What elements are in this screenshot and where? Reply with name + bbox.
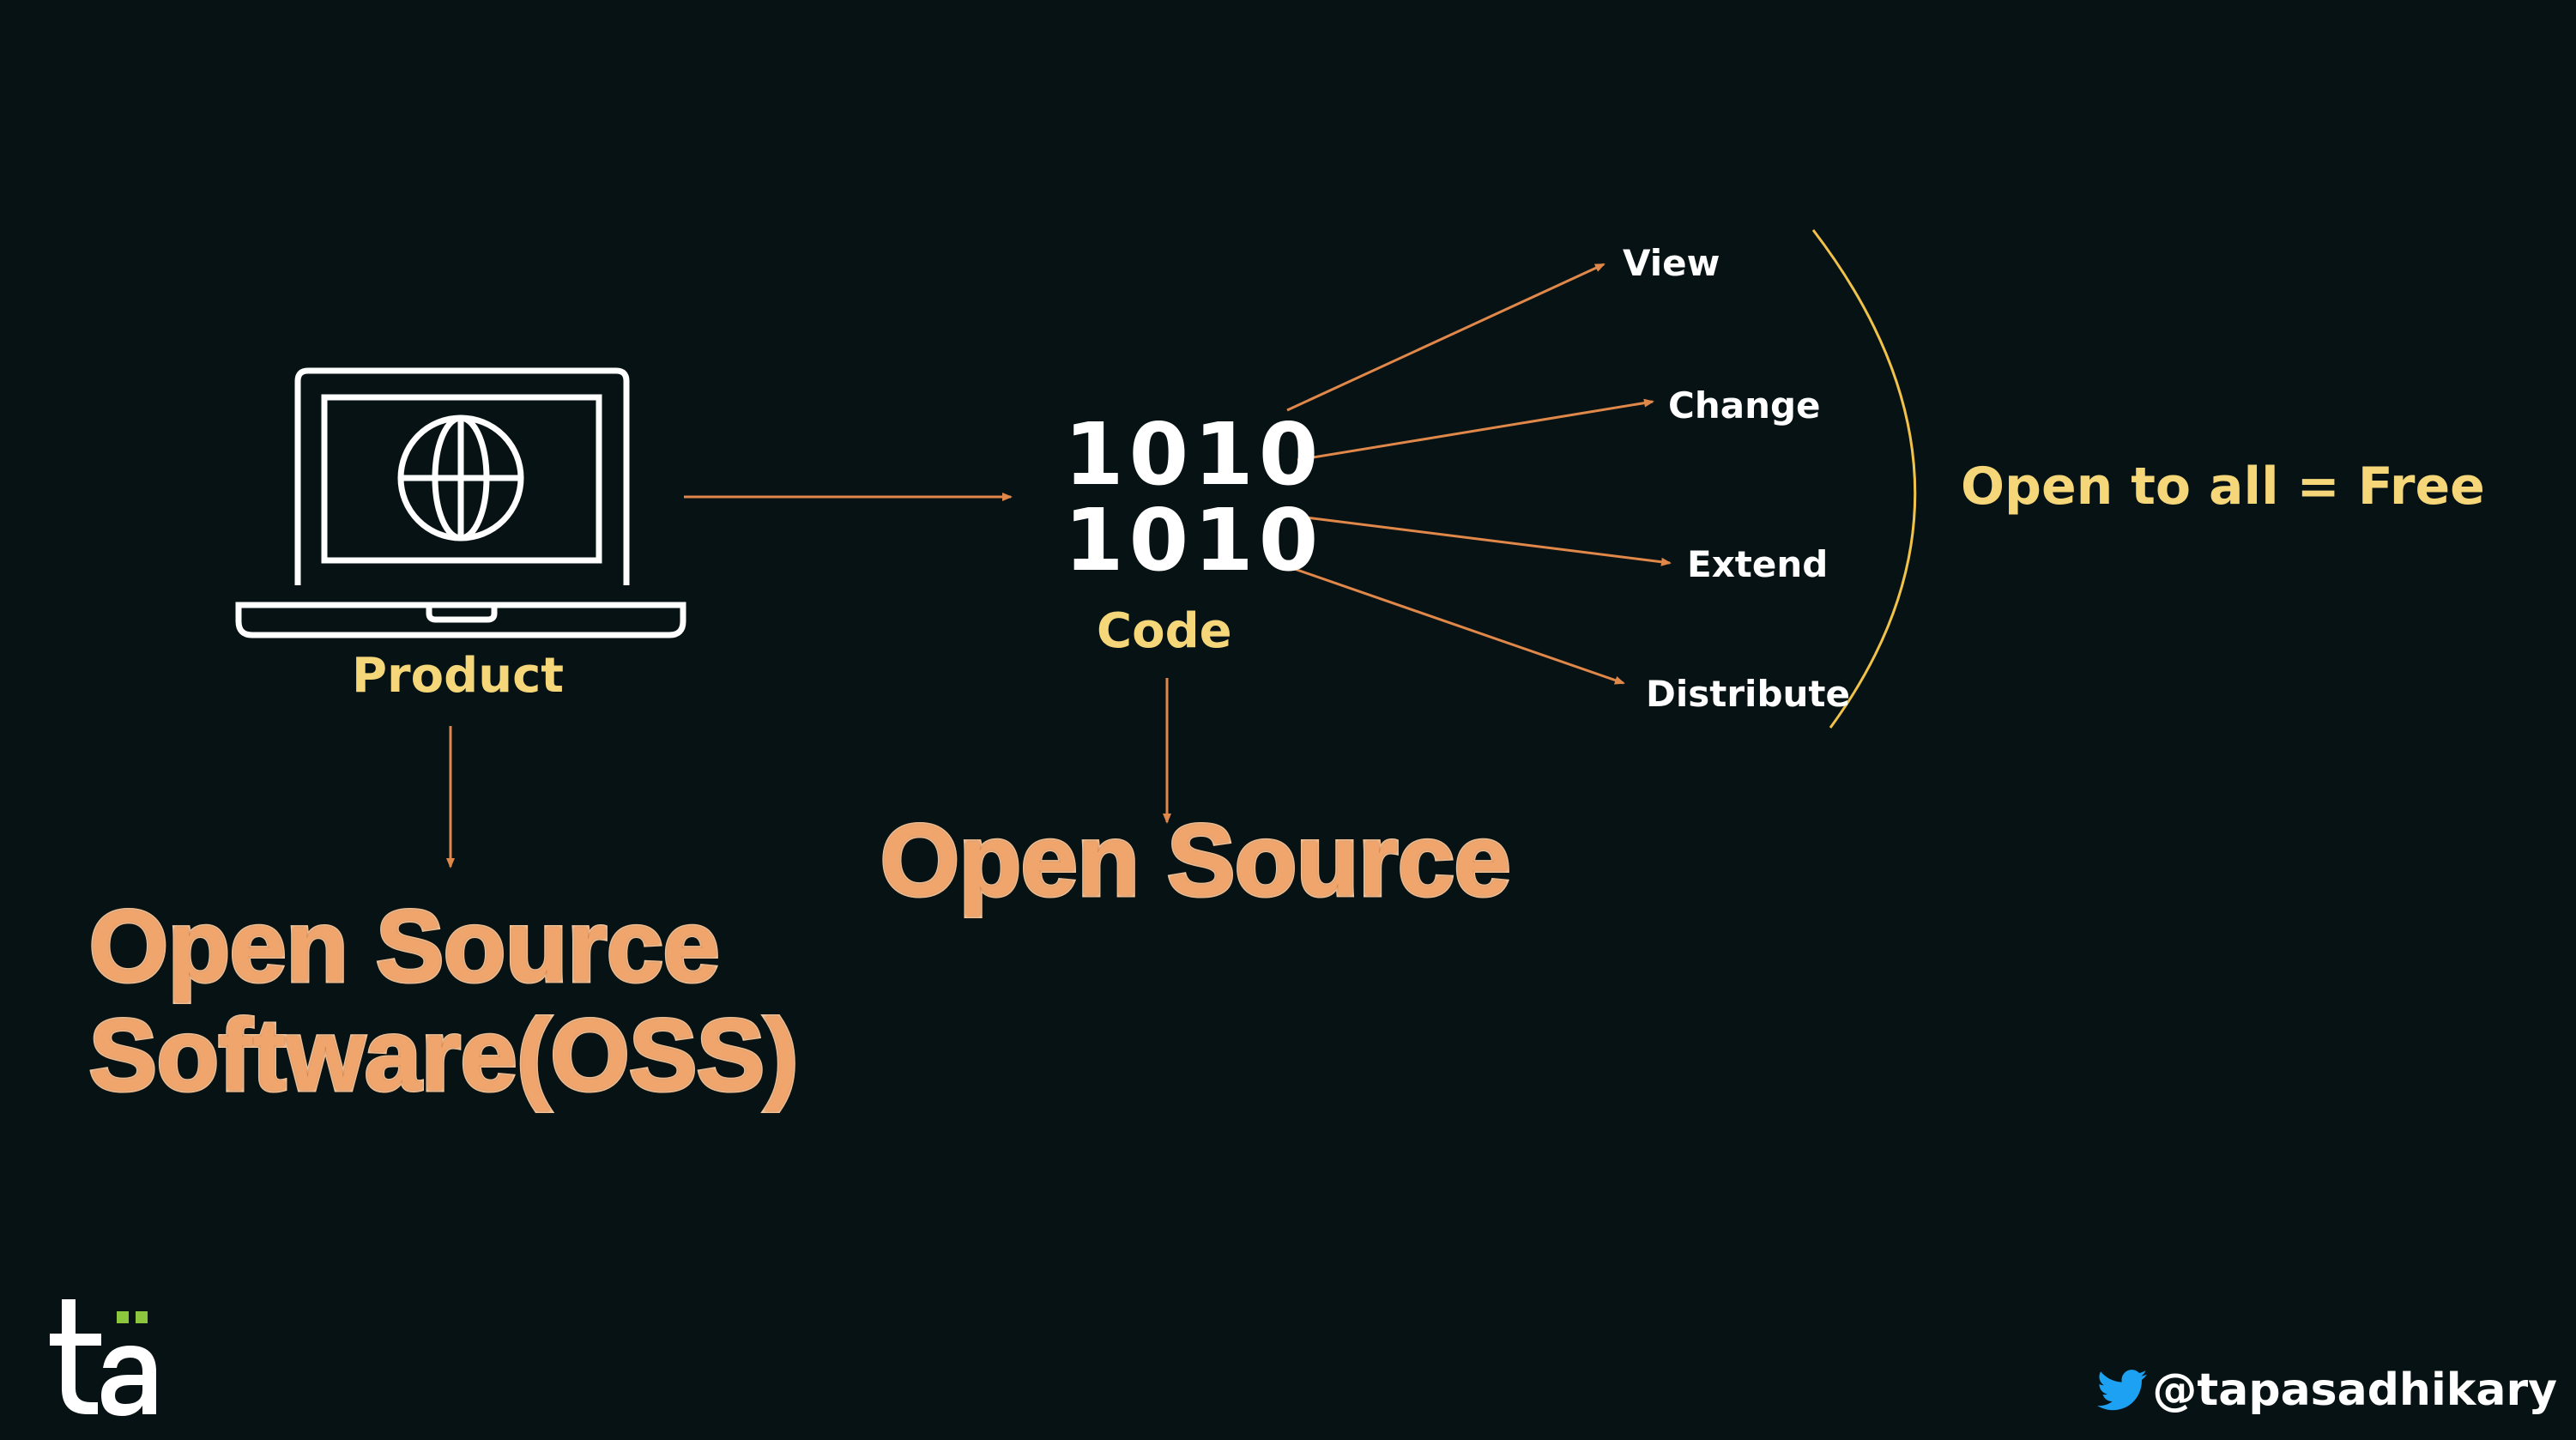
code-label: Code bbox=[1097, 603, 1232, 659]
open-to-all-free-label: Open to all = Free bbox=[1961, 457, 2485, 517]
globe-icon bbox=[397, 414, 524, 542]
arrow-code-to-distribute bbox=[1286, 565, 1625, 685]
twitter-handle-text[interactable]: @tapasadhikary bbox=[2152, 1364, 2557, 1416]
binary-line-1: 1010 bbox=[1064, 404, 1324, 505]
grouping-arc bbox=[1811, 229, 1917, 729]
extend-label: Extend bbox=[1687, 543, 1829, 585]
product-label: Product bbox=[352, 648, 565, 704]
twitter-handle: @tapasadhikary bbox=[2097, 1364, 2557, 1416]
ta-logo-icon bbox=[50, 1299, 156, 1416]
binary-line-2: 1010 bbox=[1064, 490, 1324, 590]
oss-title: Open Source Software(OSS) bbox=[87, 890, 800, 1113]
change-label: Change bbox=[1668, 384, 1821, 427]
arrow-code-to-view bbox=[1286, 263, 1605, 412]
laptop-icon bbox=[235, 367, 686, 638]
distribute-label: Distribute bbox=[1646, 673, 1850, 715]
open-source-title: Open Source bbox=[878, 804, 1512, 918]
oss-title-line-2: Software(OSS) bbox=[87, 999, 800, 1113]
twitter-bird-icon bbox=[2097, 1370, 2148, 1411]
binary-code-icon: 1010 1010 bbox=[1064, 412, 1323, 584]
arrow-code-to-change bbox=[1297, 398, 1654, 462]
view-label: View bbox=[1623, 242, 1720, 284]
oss-title-line-1: Open Source bbox=[87, 890, 721, 1004]
arrow-code-to-extend bbox=[1305, 516, 1672, 566]
